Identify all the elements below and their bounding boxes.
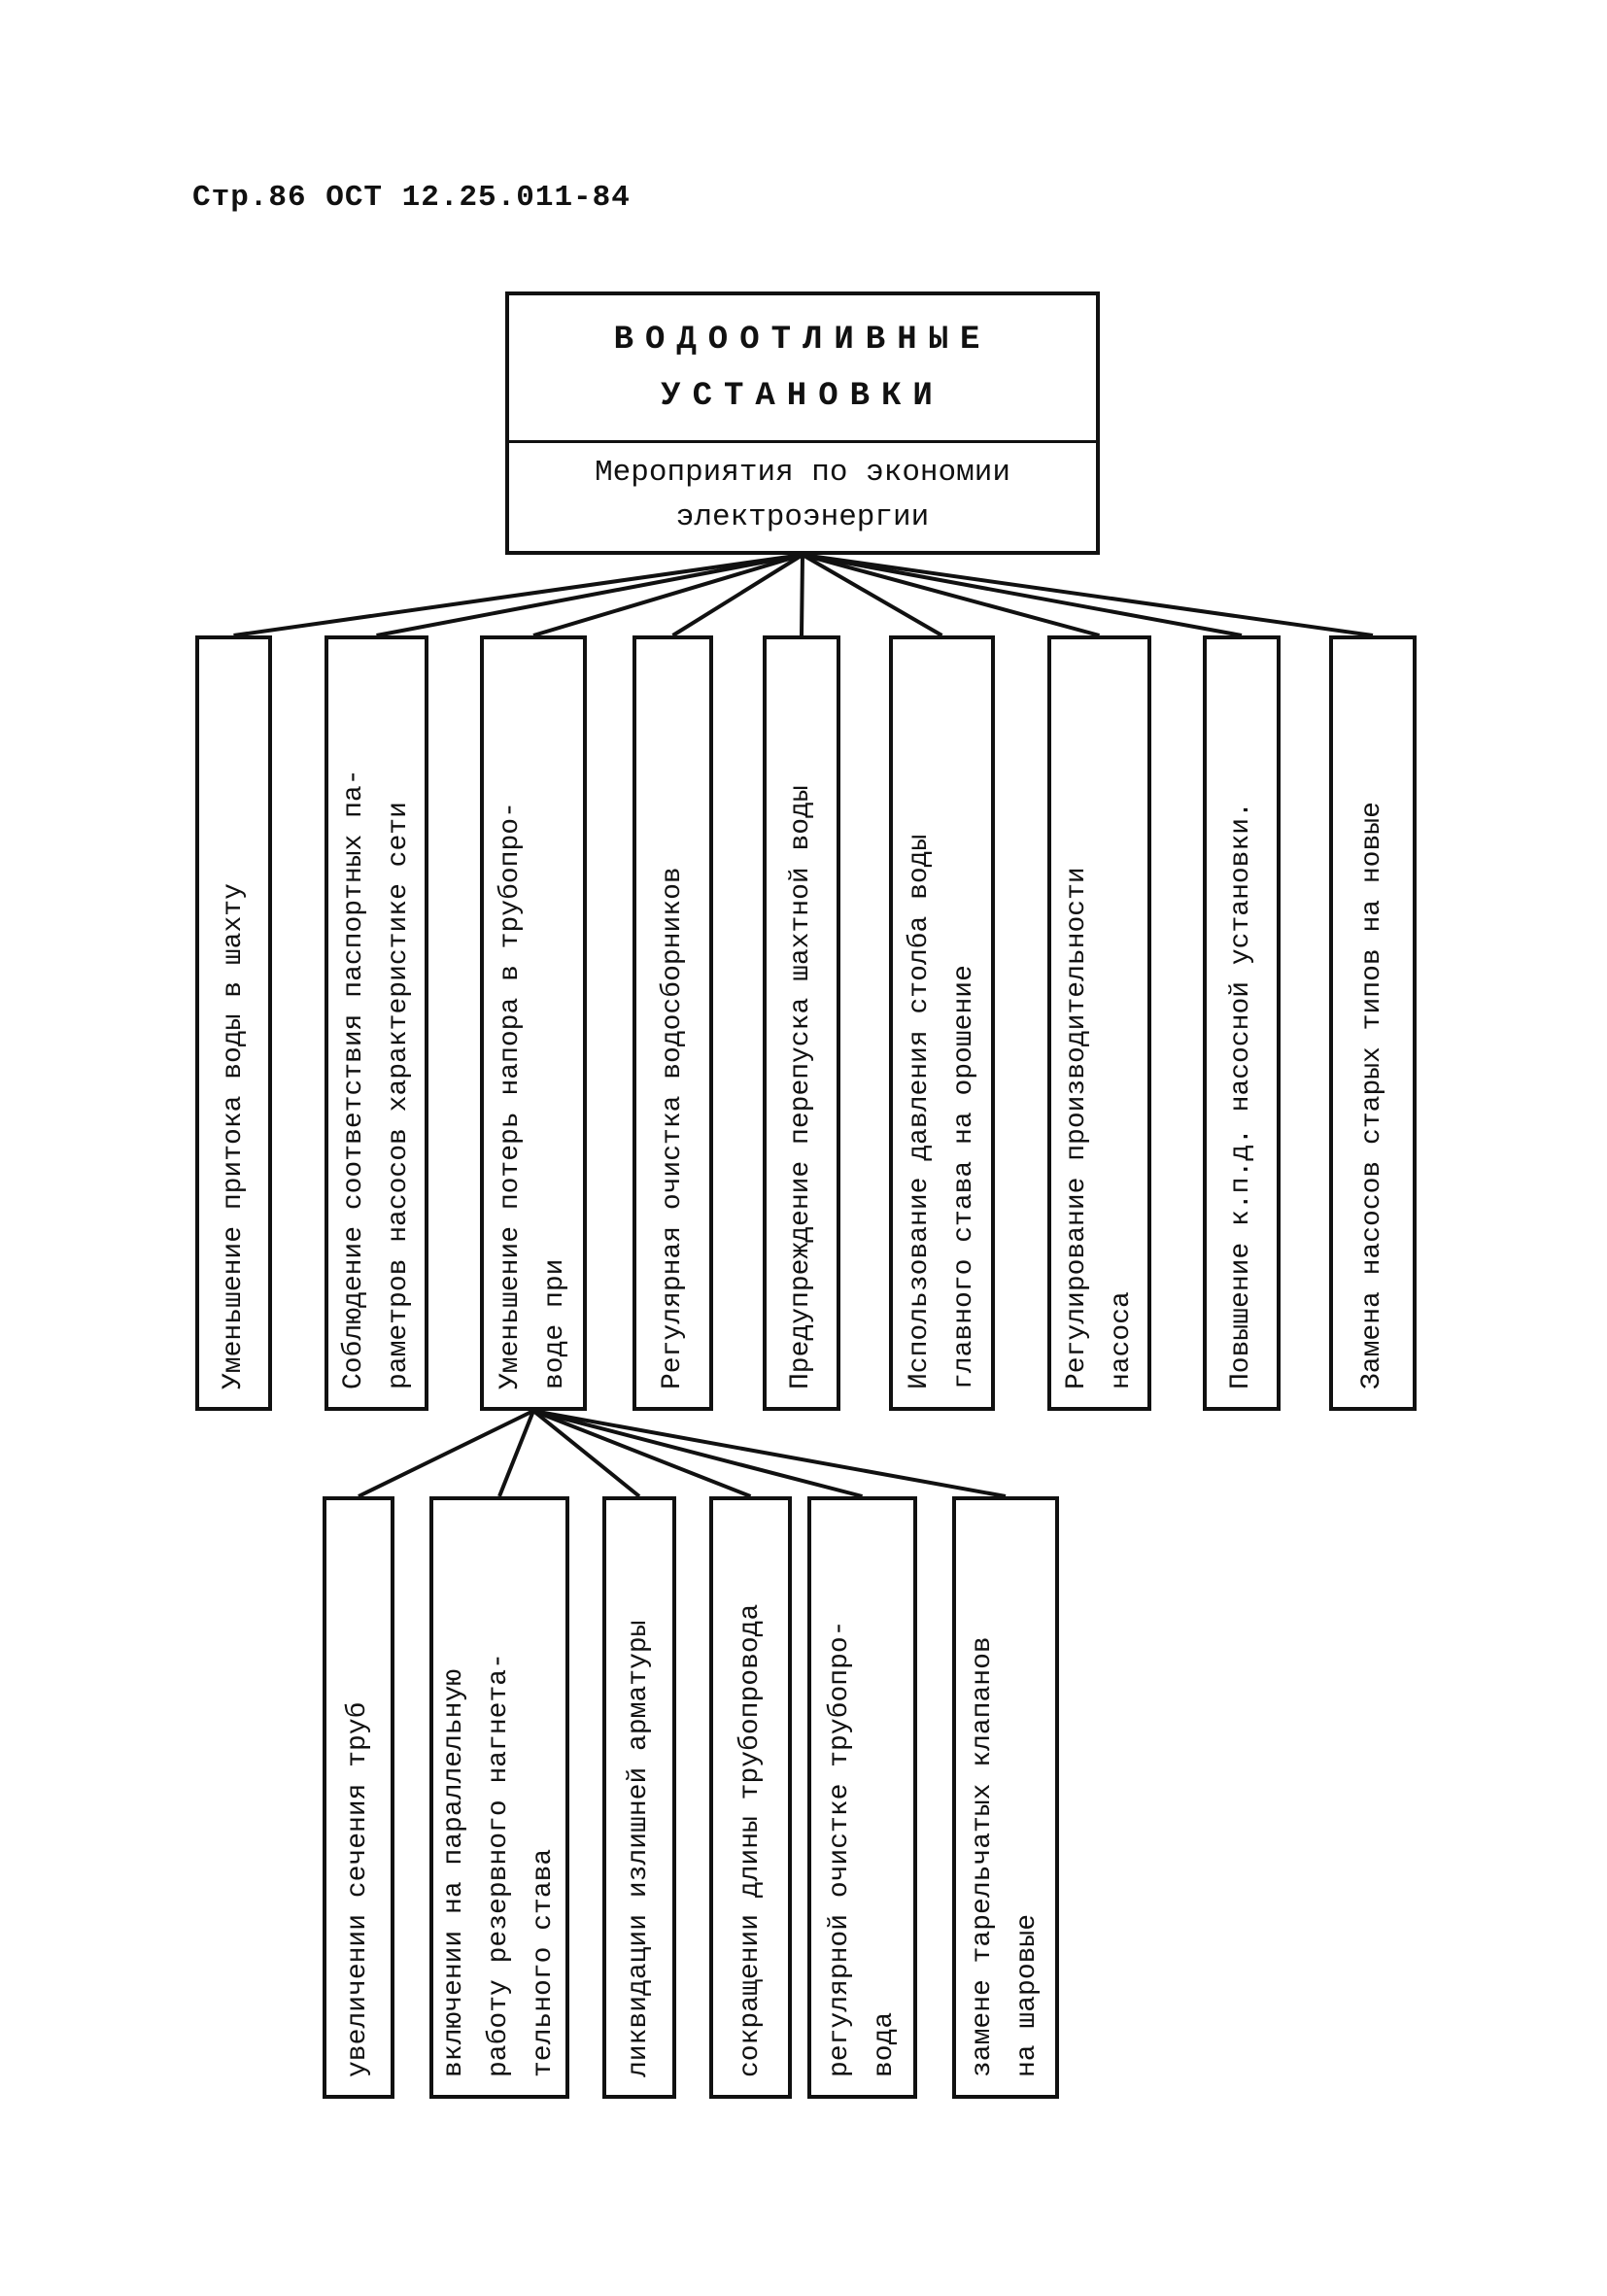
sub-measure-box-1: увеличении сечения труб (323, 1496, 394, 2099)
measure-8-line-1: Повышение к.п.д. насосной установки. (1226, 802, 1256, 1389)
measure-box-3: Уменьшение потерь напора в трубопро-воде… (480, 635, 587, 1411)
sub-measure-box-3: ликвидации излишней арматуры (602, 1496, 676, 2099)
measure-9-line-1: Замена насосов старых типов на новые (1357, 802, 1387, 1389)
sub-measure-box-6: замене тарельчатых клапанов на шаровые (952, 1496, 1059, 2099)
measure-box-8: Повышение к.п.д. насосной установки. (1203, 635, 1281, 1411)
measure-6-line-2: главного става на орошение (948, 965, 979, 1389)
sub-measure-2-line-3: тельного става (529, 1848, 559, 2077)
root-subtitle-line-1: Мероприятия по экономии (595, 456, 1010, 490)
sub-measure-4-line-1: сокращении длины трубопровода (735, 1603, 766, 2077)
sub-measure-5-line-2: вода (869, 2011, 900, 2077)
root-title-line-2: УСТАНОВКИ (661, 377, 944, 415)
root-subtitle-line-2: электроэнергии (675, 500, 930, 534)
measure-box-6: Использование давления столба воды главно… (889, 635, 995, 1411)
connector-measure3-to-sub-1 (358, 1409, 534, 1498)
connector-root-to-measure-3 (532, 553, 804, 637)
connector-root-to-measure-2 (376, 553, 804, 637)
measure-7-line-1: Регулирование производительности (1061, 867, 1092, 1389)
sub-measure-2-line-2: работу резервного нагнета- (484, 1653, 514, 2077)
sub-measure-box-4: сокращении длины трубопровода (709, 1496, 792, 2099)
measure-box-9: Замена насосов старых типов на новые (1329, 635, 1417, 1411)
sub-measure-box-5: регулярной очистке трубопро-вода (807, 1496, 917, 2099)
connector-measure3-to-sub-4 (532, 1409, 752, 1498)
root-title-box: ВОДООТЛИВНЫЕ УСТАНОВКИ (505, 291, 1100, 443)
sub-measure-3-line-1: ликвидации излишней арматуры (624, 1620, 654, 2077)
measure-2-line-2: раметров насосов характеристике сети (383, 802, 414, 1389)
measure-box-1: Уменьшение притока воды в шахту (195, 635, 272, 1411)
connector-root-to-measure-6 (801, 553, 943, 637)
connector-root-to-measure-1 (233, 553, 804, 637)
connector-measure3-to-sub-6 (532, 1409, 1007, 1498)
measure-3-line-2: воде при (540, 1258, 570, 1389)
sub-measure-5-line-1: регулярной очистке трубопро- (824, 1620, 855, 2077)
measure-box-7: Регулирование производительности насоса (1047, 635, 1151, 1411)
measure-6-line-1: Использование давления столба воды (904, 834, 935, 1389)
connector-measure3-to-sub-5 (532, 1409, 864, 1498)
sub-measure-6-line-2: на шаровые (1012, 1913, 1043, 2077)
sub-measure-1-line-1: увеличении сечения труб (343, 1701, 373, 2077)
sub-measure-box-2: включении на параллельную работу резервно… (429, 1496, 569, 2099)
connector-root-to-measure-7 (802, 553, 1101, 637)
connector-root-to-measure-4 (671, 553, 804, 637)
sub-measure-2-line-1: включении на параллельную (439, 1668, 469, 2077)
sub-measure-6-line-1: замене тарельчатых клапанов (968, 1636, 998, 2077)
page-header: Стр.86 ОСТ 12.25.011-84 (192, 181, 631, 215)
measure-box-4: Регулярная очистка водосборников (633, 635, 713, 1411)
root-title-line-1: ВОДООТЛИВНЫЕ (613, 321, 992, 359)
measure-5-line-1: Предупреждение перепуска шахтной воды (786, 785, 816, 1389)
connector-measure3-to-sub-3 (531, 1409, 641, 1498)
root-subtitle-box: Мероприятия по экономии электроэнергии (505, 440, 1100, 555)
connector-root-to-measure-5 (800, 554, 804, 636)
measure-4-line-1: Регулярная очистка водосборников (657, 867, 688, 1389)
measure-7-line-2: насоса (1106, 1291, 1137, 1389)
measure-1-line-1: Уменьшение притока воды в шахту (218, 883, 249, 1389)
connector-measure3-to-sub-2 (497, 1410, 535, 1497)
connector-root-to-measure-8 (802, 553, 1243, 637)
connector-root-to-measure-9 (802, 553, 1374, 637)
measure-2-line-1: Соблюдение соответствия паспортных па- (338, 769, 369, 1389)
measure-box-2: Соблюдение соответствия паспортных па-ра… (325, 635, 428, 1411)
measure-box-5: Предупреждение перепуска шахтной воды (763, 635, 840, 1411)
measure-3-line-1: Уменьшение потерь напора в трубопро- (496, 802, 526, 1389)
